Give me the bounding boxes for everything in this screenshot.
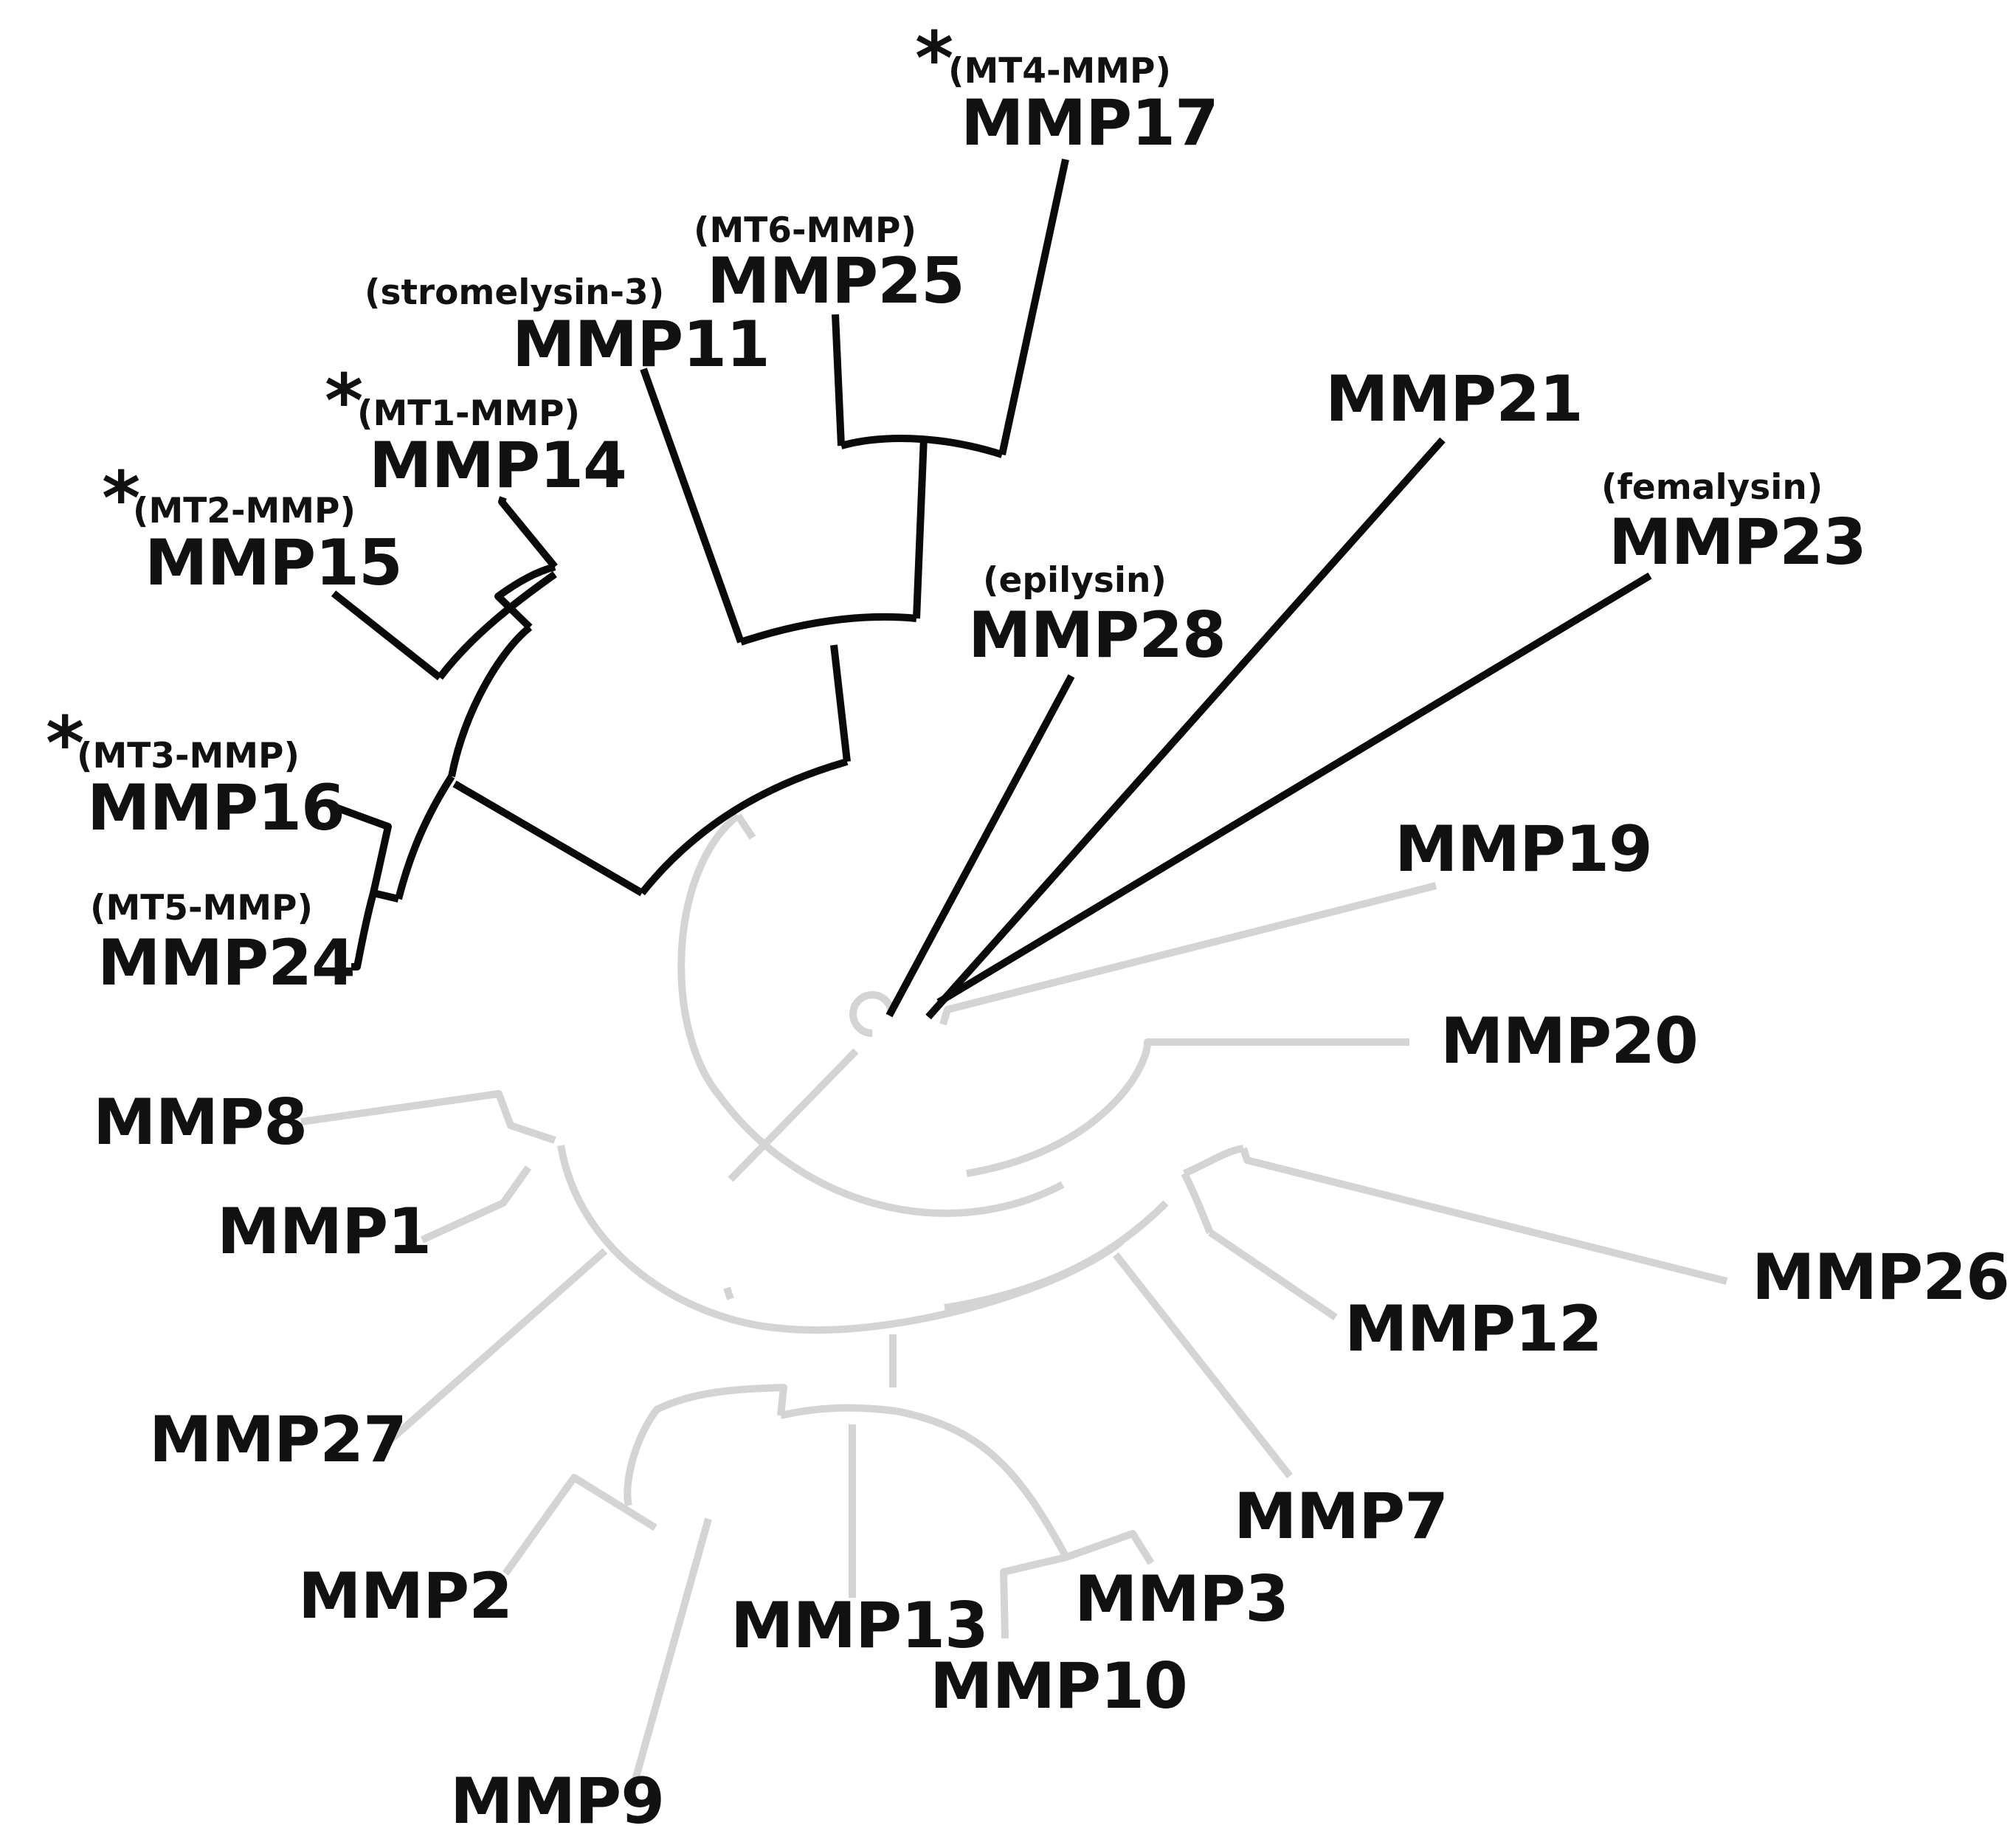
branch-mmp14 bbox=[498, 496, 558, 570]
label-mmp20: MMP20 bbox=[1440, 1004, 1698, 1078]
branch-mmp17-25-stem bbox=[913, 436, 928, 619]
branch-mmp26 bbox=[1240, 1147, 1728, 1285]
other-mmp-branches bbox=[300, 813, 1728, 1784]
arc-mmp2-node bbox=[624, 1384, 787, 1507]
label-mmp27: MMP27 bbox=[149, 1403, 407, 1477]
label-mmp10: MMP10 bbox=[930, 1649, 1187, 1723]
label-mmp3: MMP3 bbox=[1074, 1562, 1288, 1636]
mt-clade-right-arm bbox=[830, 644, 851, 762]
branch-mmp16 bbox=[334, 804, 400, 903]
branch-mmp8 bbox=[300, 1090, 556, 1144]
inner-arc-spur bbox=[734, 813, 756, 840]
label-mmp12: MMP12 bbox=[1344, 1292, 1602, 1366]
arc-mmp13-node bbox=[779, 1404, 897, 1419]
branch-mmp21 bbox=[925, 437, 1446, 1020]
branch-mmp11 bbox=[640, 368, 745, 644]
mt-clade-arc bbox=[639, 758, 849, 896]
root-to-left-arc bbox=[728, 1048, 859, 1182]
inner-big-arc bbox=[677, 813, 1065, 1217]
branch-mmp3-10-stem bbox=[896, 1407, 1070, 1559]
arc-mmp15-node bbox=[437, 570, 557, 680]
branch-mmp9 bbox=[631, 1517, 712, 1784]
star-mark-mmp17: * bbox=[915, 15, 953, 102]
alias-mmp11: (stromelysin-3) bbox=[365, 272, 664, 313]
branch-mmp7 bbox=[1113, 1252, 1293, 1479]
label-mmp1: MMP1 bbox=[217, 1195, 431, 1269]
lower-outer-arc bbox=[557, 1145, 1125, 1334]
alias-mmp17: (MT4-MMP) bbox=[948, 51, 1171, 92]
branch-mmp14-15-stem bbox=[494, 563, 556, 630]
alias-mmp16: (MT3-MMP) bbox=[77, 736, 300, 776]
alias-mmp25: (MT6-MMP) bbox=[694, 210, 916, 251]
label-mmp19: MMP19 bbox=[1395, 813, 1652, 886]
label-mmp21: MMP21 bbox=[1325, 362, 1583, 436]
leaf-labels: * (MT4-MMP) MMP17 (MT6-MMP) MMP25 (strom… bbox=[46, 15, 2010, 1838]
label-mmp23: MMP23 bbox=[1609, 506, 1866, 579]
alias-mmp23: (femalysin) bbox=[1601, 467, 1823, 508]
arc-mmp17-25 bbox=[840, 435, 1004, 458]
label-mmp13: MMP13 bbox=[731, 1589, 988, 1663]
branch-mmp17 bbox=[998, 158, 1069, 456]
alias-mmp15: (MT2-MMP) bbox=[133, 491, 356, 531]
branch-mmp15 bbox=[331, 590, 443, 680]
label-mmp17: MMP17 bbox=[961, 86, 1218, 160]
branch-mmp3 bbox=[1065, 1530, 1155, 1565]
highlight-branches bbox=[331, 158, 1652, 1020]
branch-mmp1 bbox=[420, 1165, 532, 1244]
label-mmp9: MMP9 bbox=[450, 1765, 664, 1838]
label-mmp15: MMP15 bbox=[145, 526, 402, 600]
star-mark-mmp15: * bbox=[102, 455, 140, 542]
label-mmp8: MMP8 bbox=[93, 1086, 307, 1159]
label-mmp24: MMP24 bbox=[97, 926, 355, 1000]
label-mmp2: MMP2 bbox=[298, 1559, 512, 1633]
alias-mmp24: (MT5-MMP) bbox=[90, 888, 313, 928]
arc-mmp11-node bbox=[739, 613, 917, 646]
label-mmp26: MMP26 bbox=[1752, 1241, 2009, 1314]
label-mmp7: MMP7 bbox=[1234, 1480, 1448, 1554]
branch-mmp2 bbox=[502, 1474, 657, 1576]
branch-mmp25 bbox=[832, 314, 845, 447]
branch-mmp20 bbox=[966, 1038, 1409, 1177]
alias-mmp14: (MT1-MMP) bbox=[357, 393, 580, 434]
branch-mmp12 bbox=[1208, 1229, 1338, 1321]
alias-mmp28: (epilysin) bbox=[983, 560, 1167, 601]
label-mmp11: MMP11 bbox=[512, 308, 770, 382]
branch-mmp27 bbox=[387, 1248, 608, 1444]
label-mmp25: MMP25 bbox=[707, 244, 964, 318]
label-mmp16: MMP16 bbox=[87, 771, 345, 845]
star-mark-mmp16: * bbox=[46, 700, 84, 787]
star-mark-mmp14: * bbox=[325, 358, 363, 444]
label-mmp28: MMP28 bbox=[968, 599, 1226, 672]
arc-mmp7-clade bbox=[944, 1200, 1169, 1311]
arc-mmp16-24 bbox=[395, 774, 455, 900]
mt-clade-left-arm bbox=[452, 780, 644, 897]
branch-mmp10 bbox=[1000, 1554, 1068, 1639]
branch-mmp19 bbox=[939, 882, 1437, 1026]
branch-mmp26-connector bbox=[1183, 1145, 1244, 1177]
branch-mmp28 bbox=[885, 674, 1075, 1018]
branch-mmp23 bbox=[936, 572, 1652, 1006]
label-mmp14: MMP14 bbox=[369, 429, 626, 503]
node-spur-left bbox=[723, 1286, 734, 1300]
root-loop bbox=[849, 991, 895, 1037]
arc-left-mt bbox=[448, 624, 533, 777]
branch-mmp24 bbox=[351, 892, 377, 970]
branch-mmp12-connector bbox=[1181, 1171, 1214, 1235]
